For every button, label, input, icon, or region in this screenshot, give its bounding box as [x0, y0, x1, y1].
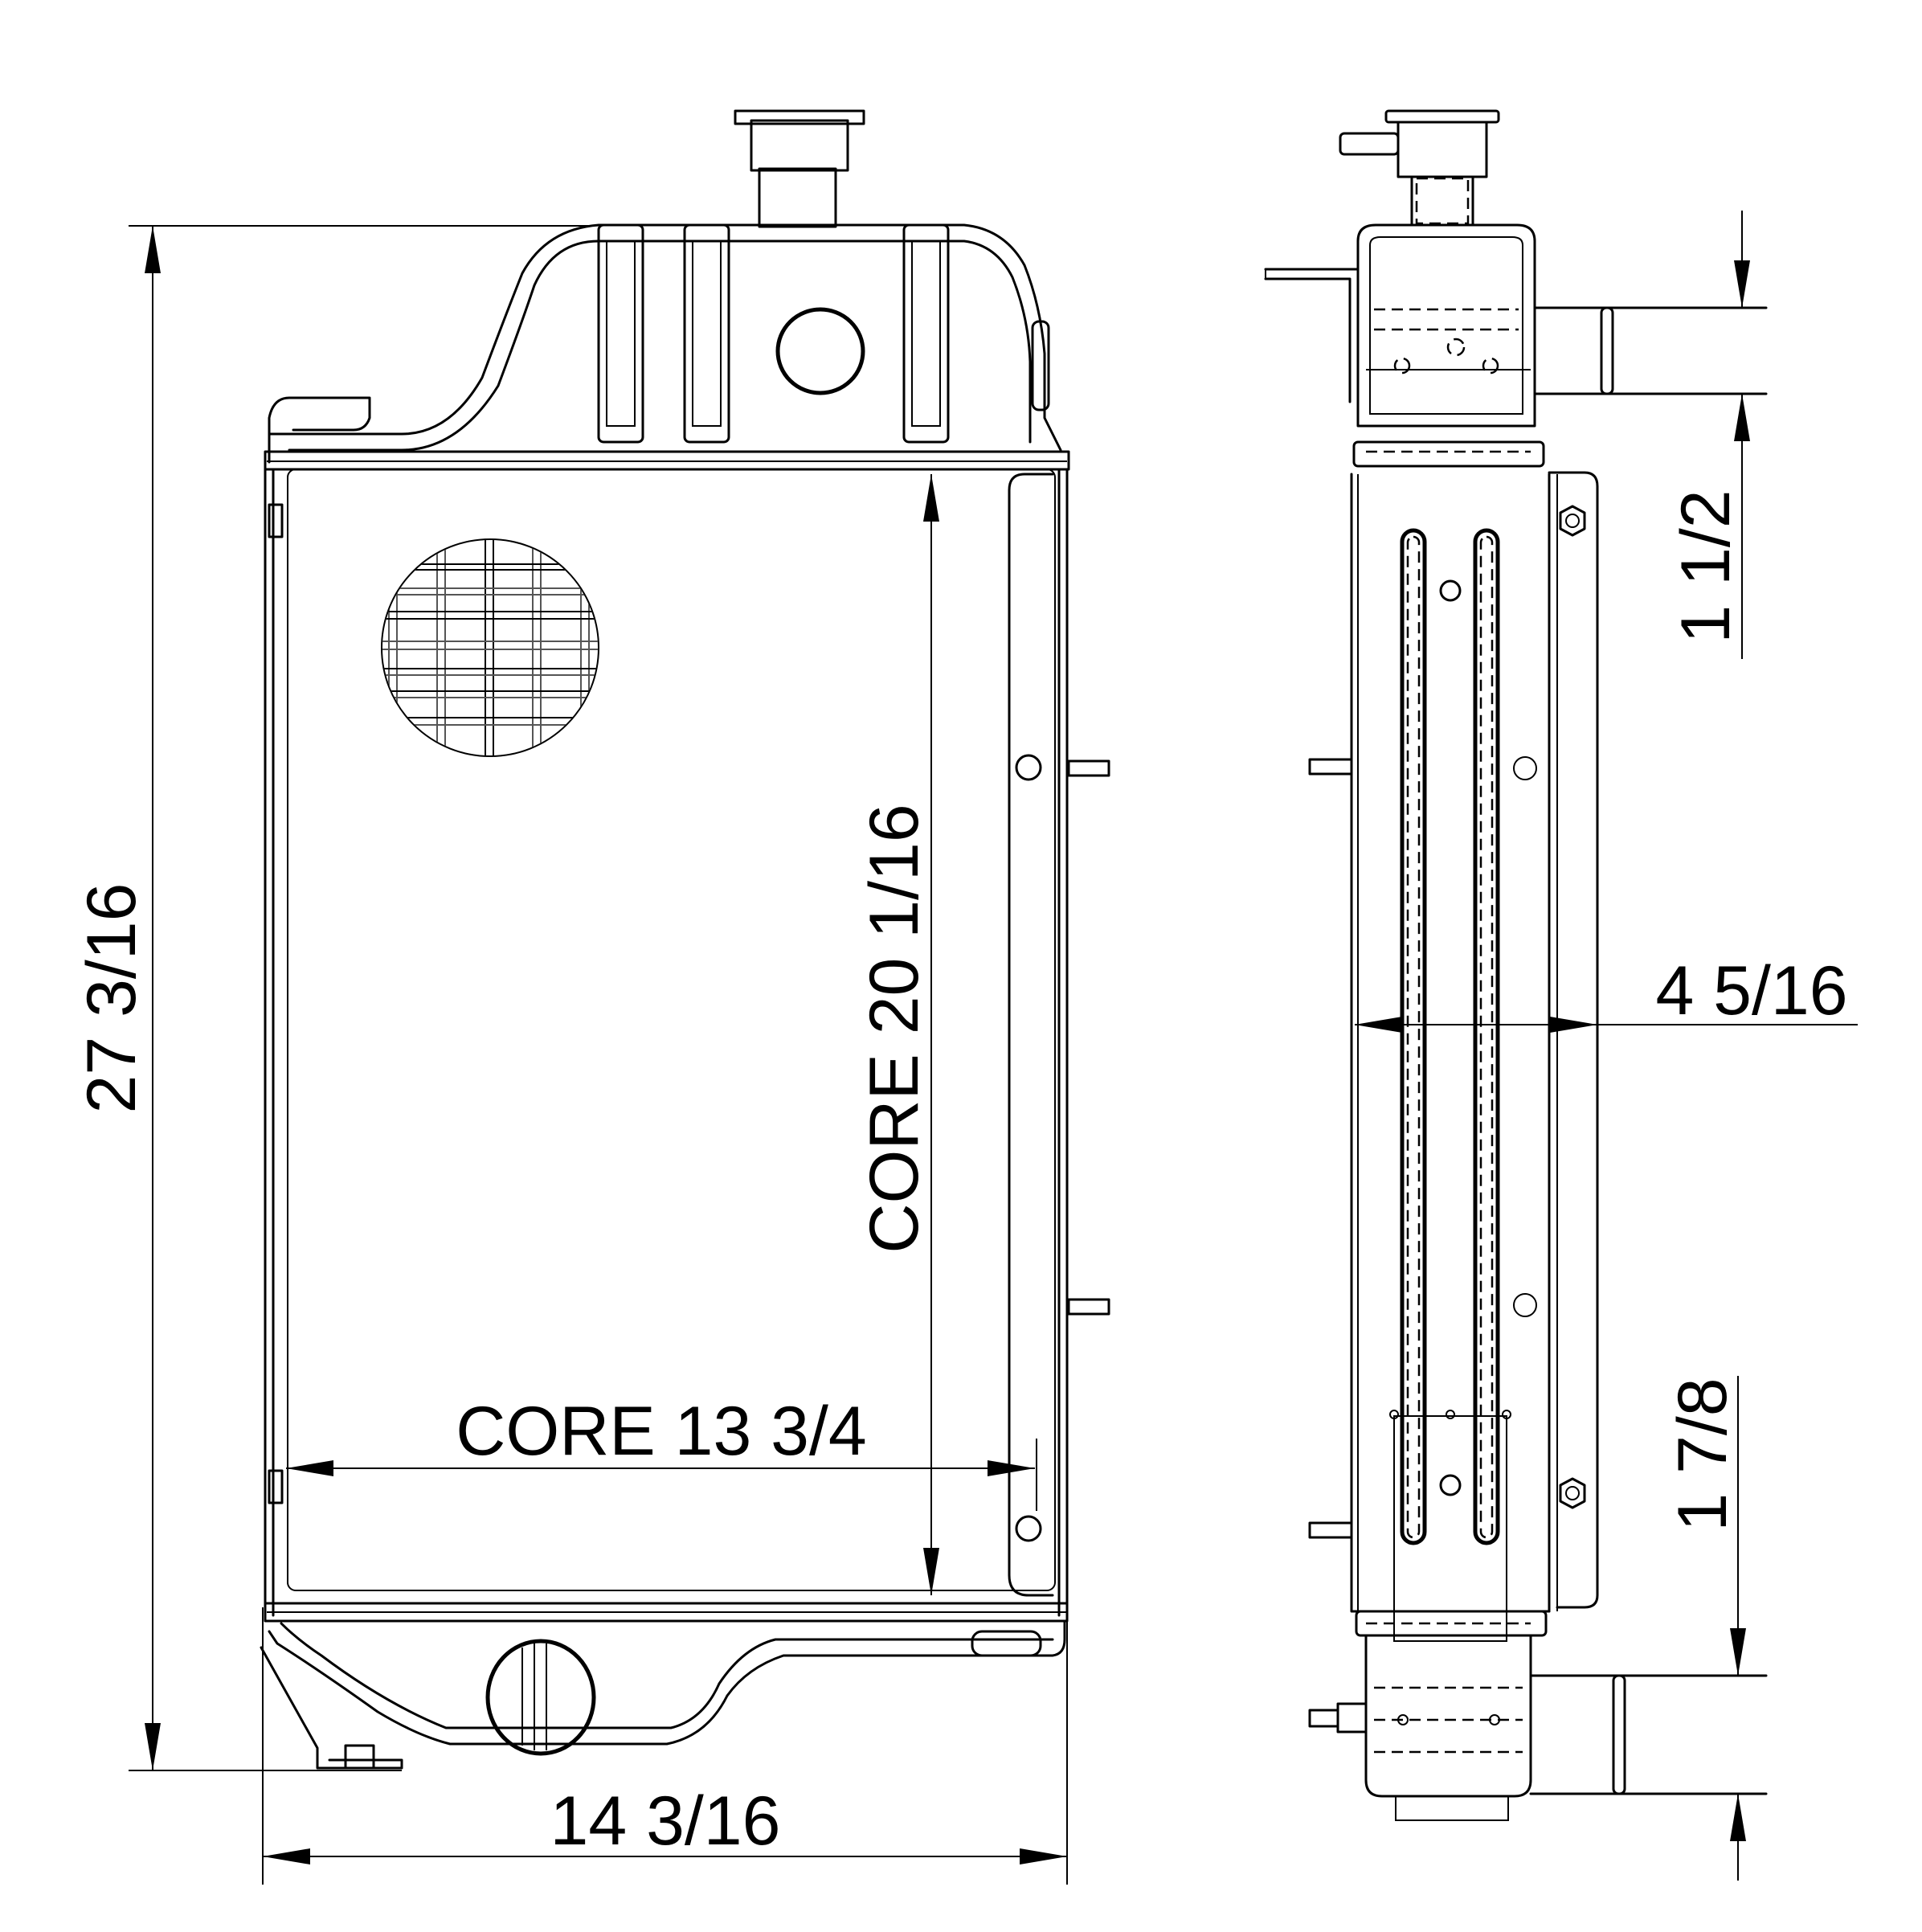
overall-width-label: 14 3/16 [550, 1783, 781, 1860]
side-view: 4 5/16 1 1/2 1 7/8 [1264, 109, 1858, 1881]
bottom-tank [260, 1602, 1069, 1770]
front-view: 27 3/16 14 3/16 CORE 13 3/4 CORE 20 1/16 [73, 109, 1110, 1885]
dimension-core-height: CORE 20 1/16 [856, 474, 939, 1595]
dimension-overall-height: 27 3/16 [73, 226, 161, 1770]
outlet-diameter-label: 1 7/8 [1664, 1377, 1741, 1531]
top-tank [264, 109, 1070, 471]
core [264, 468, 1110, 1617]
dimension-core-depth: 4 5/16 [1355, 952, 1858, 1033]
core-width-label: CORE 13 3/4 [456, 1393, 866, 1470]
overall-height-label: 27 3/16 [73, 883, 150, 1114]
drain-cock [485, 1639, 596, 1756]
dimension-overall-width: 14 3/16 [262, 1607, 1068, 1885]
core-depth-label: 4 5/16 [1655, 952, 1847, 1029]
filler-cap [734, 109, 865, 228]
side-top-tank [1264, 109, 1768, 468]
dimension-core-width: CORE 13 3/4 [286, 1393, 1037, 1511]
core-height-label: CORE 20 1/16 [856, 804, 933, 1253]
inlet-diameter-label: 1 1/2 [1667, 489, 1744, 643]
outlet-pipe [1529, 1674, 1768, 1795]
dimension-inlet-diameter: 1 1/2 [1667, 211, 1750, 659]
side-bottom-tank [1308, 1610, 1768, 1821]
tank-port-circle [775, 307, 865, 395]
core-mesh-detail [381, 538, 599, 757]
inlet-pipe [1533, 306, 1768, 395]
tank-ribs [597, 223, 950, 444]
side-core [1308, 471, 1599, 1642]
dimension-outlet-diameter: 1 7/8 [1664, 1376, 1746, 1881]
